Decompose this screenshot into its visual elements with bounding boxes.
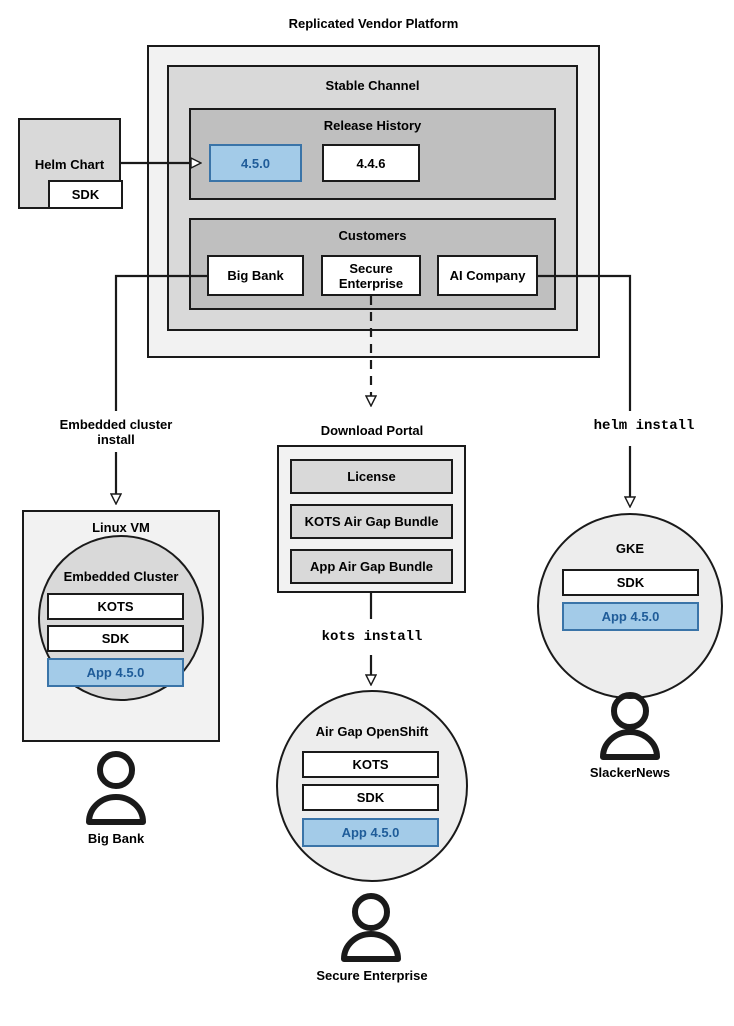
customer-ai-company[interactable]: AI Company xyxy=(437,255,538,296)
user-label-slackernews: SlackerNews xyxy=(589,765,671,780)
release-item-4-5-0[interactable]: 4.5.0 xyxy=(209,144,302,182)
download-artifact-app-air-gap-bundle[interactable]: App Air Gap Bundle xyxy=(290,549,453,584)
stable-channel-title: Stable Channel xyxy=(325,78,420,93)
person-icon-secure-enterprise xyxy=(341,893,401,962)
flow-label-helm-install: helm install xyxy=(593,418,695,434)
flow-label-download-portal: Download Portal xyxy=(320,423,424,438)
customer-big-bank[interactable]: Big Bank xyxy=(207,255,304,296)
flow-label-embedded-cluster-install: Embedded cluster install xyxy=(59,417,173,447)
helm-chart-title: Helm Chart xyxy=(34,156,105,172)
customers-title: Customers xyxy=(338,228,407,243)
air-gap-openshift-component-kots: KOTS xyxy=(302,751,439,778)
page-title: Replicated Vendor Platform xyxy=(288,16,459,31)
person-icon-big-bank xyxy=(86,751,146,825)
linux-vm-component-app: App 4.5.0 xyxy=(47,658,184,687)
helm-chart-sdk: SDK xyxy=(48,180,123,209)
embedded-cluster-title: Embedded Cluster xyxy=(63,568,179,584)
gke-component-sdk: SDK xyxy=(562,569,699,596)
gke-component-app: App 4.5.0 xyxy=(562,602,699,631)
download-artifact-license[interactable]: License xyxy=(290,459,453,494)
linux-vm-component-kots: KOTS xyxy=(47,593,184,620)
linux-vm-title: Linux VM xyxy=(92,519,150,535)
linux-vm-component-sdk: SDK xyxy=(47,625,184,652)
user-label-big-bank: Big Bank xyxy=(87,831,145,846)
download-artifact-kots-air-gap-bundle[interactable]: KOTS Air Gap Bundle xyxy=(290,504,453,539)
air-gap-openshift-component-sdk: SDK xyxy=(302,784,439,811)
release-item-4-4-6[interactable]: 4.4.6 xyxy=(322,144,420,182)
air-gap-openshift-component-app: App 4.5.0 xyxy=(302,818,439,847)
user-label-secure-enterprise: Secure Enterprise xyxy=(316,968,428,983)
customer-secure-enterprise[interactable]: Secure Enterprise xyxy=(321,255,421,296)
air-gap-openshift-title: Air Gap OpenShift xyxy=(315,723,429,739)
release-history-title: Release History xyxy=(323,118,422,133)
person-icon-slackernews xyxy=(600,692,660,760)
gke-title: GKE xyxy=(615,540,645,556)
flow-label-kots-install: kots install xyxy=(321,629,423,645)
